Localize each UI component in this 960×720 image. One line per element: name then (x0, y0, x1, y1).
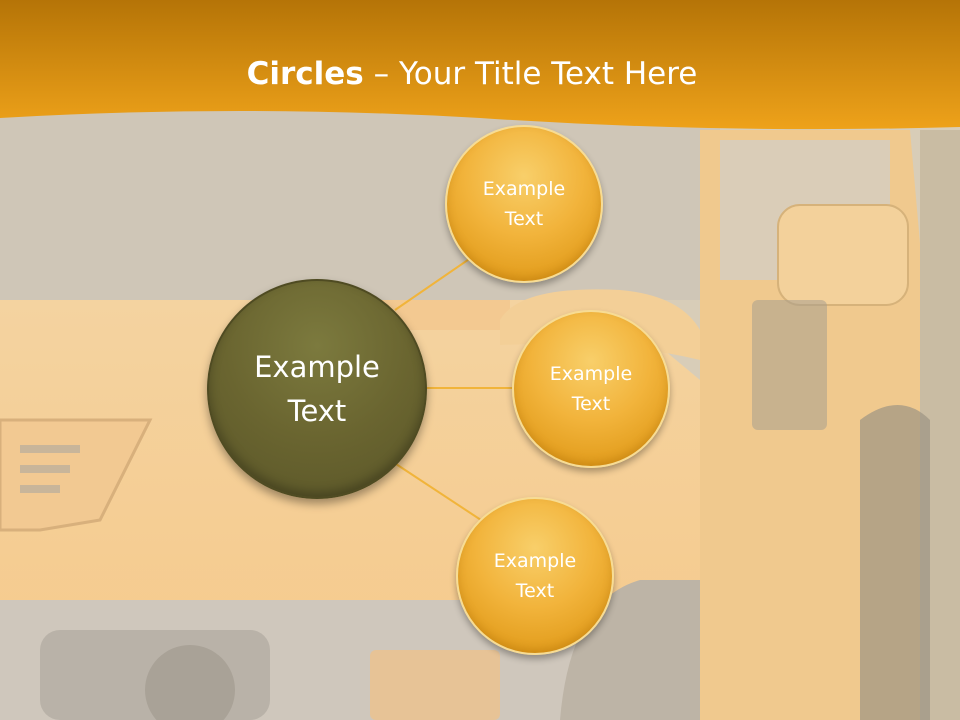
title-rest: – Your Title Text Here (363, 56, 698, 92)
center-circle-label: Example Text (254, 350, 380, 428)
satellite-circle-label: Example Text (549, 363, 633, 415)
center-circle: Example Text (207, 279, 427, 499)
title-bold: Circles (246, 56, 364, 92)
satellite-circle-label: Example Text (482, 178, 566, 230)
satellite-circle-top: Example Text (445, 125, 603, 283)
connector-to-top (394, 252, 479, 311)
satellite-circle-label: Example Text (493, 550, 577, 602)
connector-to-bottom (395, 463, 485, 523)
satellite-circle-bottom: Example Text (456, 497, 614, 655)
slide-title: Circles – Your Title Text Here (0, 52, 944, 96)
satellite-circle-middle: Example Text (512, 310, 670, 468)
